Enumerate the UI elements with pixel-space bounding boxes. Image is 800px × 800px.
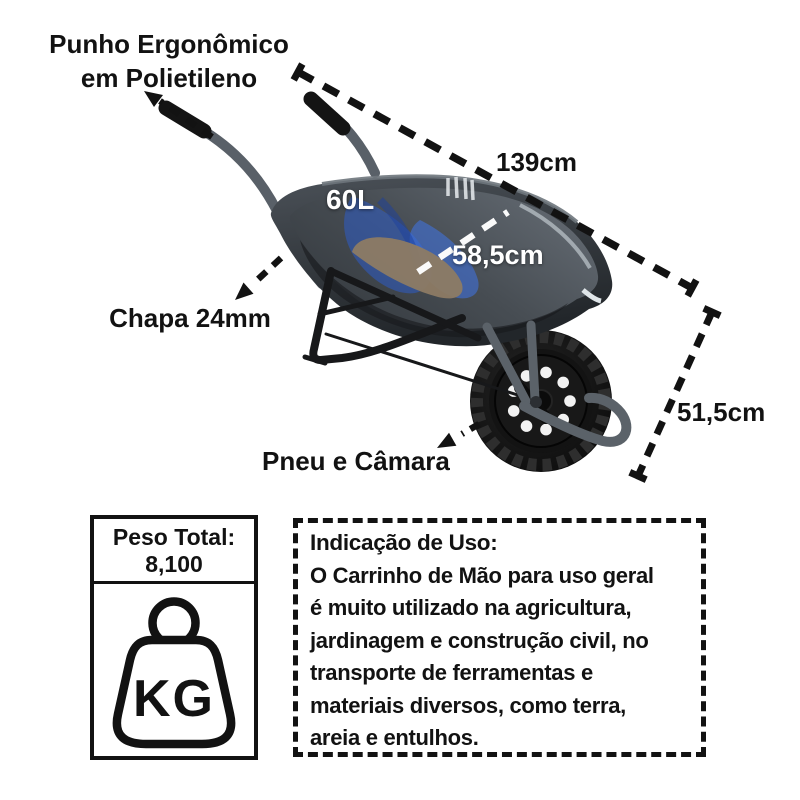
rim-holes: [507, 366, 576, 436]
usage-line: jardinagem e construção civil, no: [310, 627, 649, 653]
height-dim-cap-bottom: [628, 469, 648, 483]
label-handle-material-line1: Punho Ergonômico: [49, 29, 289, 59]
plastic-wrap-glints: [446, 176, 475, 201]
front-leg-skid: [309, 267, 466, 364]
length-dim-cap-start: [290, 62, 306, 82]
width-dim-line: [416, 209, 510, 275]
length-dim-cap-end: [684, 278, 700, 298]
label-handle-material-line2: em Polietileno: [80, 63, 258, 93]
axle-bolt: [530, 396, 542, 408]
tire-arrow-line: [460, 421, 481, 437]
sheet-arrow-line: [251, 255, 284, 286]
sheet-arrow-head: [235, 282, 254, 300]
label-capacity: 60L: [326, 184, 375, 215]
handle-arrow-head: [144, 91, 163, 107]
label-bucket-width: 58,5cm: [452, 240, 544, 270]
fork-left: [482, 322, 531, 406]
usage-line: areia e entulhos.: [310, 725, 479, 750]
height-dim-cap-top: [702, 305, 722, 319]
length-dim-line: [296, 68, 694, 292]
weight-box: Peso Total: 8,100 KG: [90, 515, 258, 760]
interior-blue-sheen-bright: [409, 220, 479, 299]
usage-line: transporte de ferramentas e: [310, 660, 593, 685]
dimension-annotations: [144, 62, 722, 483]
handle-arrow-line: [158, 98, 214, 140]
bucket: [270, 174, 613, 347]
wheel-guard: [519, 392, 632, 447]
weight-value: 8,100: [145, 551, 203, 577]
rim-right-highlight: [519, 203, 592, 270]
cardboard-patch: [352, 237, 463, 299]
kg-icon-unit: KG: [133, 670, 215, 728]
label-length: 139cm: [496, 147, 577, 177]
tie-rod: [324, 332, 526, 399]
interior-shadow: [300, 240, 568, 338]
right-handle-grip: [303, 91, 351, 136]
cross-brace: [317, 294, 396, 317]
fork-right: [526, 320, 540, 404]
leg-frame: [302, 267, 526, 399]
usage-line: materiais diversos, como terra,: [310, 692, 626, 718]
rim-lip-highlight: [321, 174, 579, 224]
rear-leg-bar: [329, 268, 482, 342]
rim-tip-shine: [581, 288, 602, 304]
kg-icon-body: [112, 635, 236, 749]
label-sheet: Chapa 24mm: [109, 303, 271, 333]
weight-title: Peso Total:: [112, 524, 236, 550]
kg-weight-icon: KG: [112, 597, 236, 749]
height-dim-line: [634, 310, 716, 478]
wheel-fork: [482, 320, 632, 447]
tire-arrow-head: [437, 432, 457, 448]
usage-box: Indicação de Uso: O Carrinho de Mão para…: [293, 518, 706, 757]
usage-line: é muito utilizado na agricultura,: [310, 595, 632, 620]
label-handle-material: Punho Ergonômico em Polietileno: [25, 27, 313, 95]
foot-pad: [302, 354, 328, 366]
label-tire: Pneu e Câmara: [262, 446, 450, 476]
usage-line: O Carrinho de Mão para uso geral: [310, 562, 654, 588]
label-height: 51,5cm: [677, 397, 766, 427]
weight-box-header: Peso Total: 8,100: [94, 519, 254, 584]
usage-title: Indicação de Uso:: [310, 530, 498, 555]
